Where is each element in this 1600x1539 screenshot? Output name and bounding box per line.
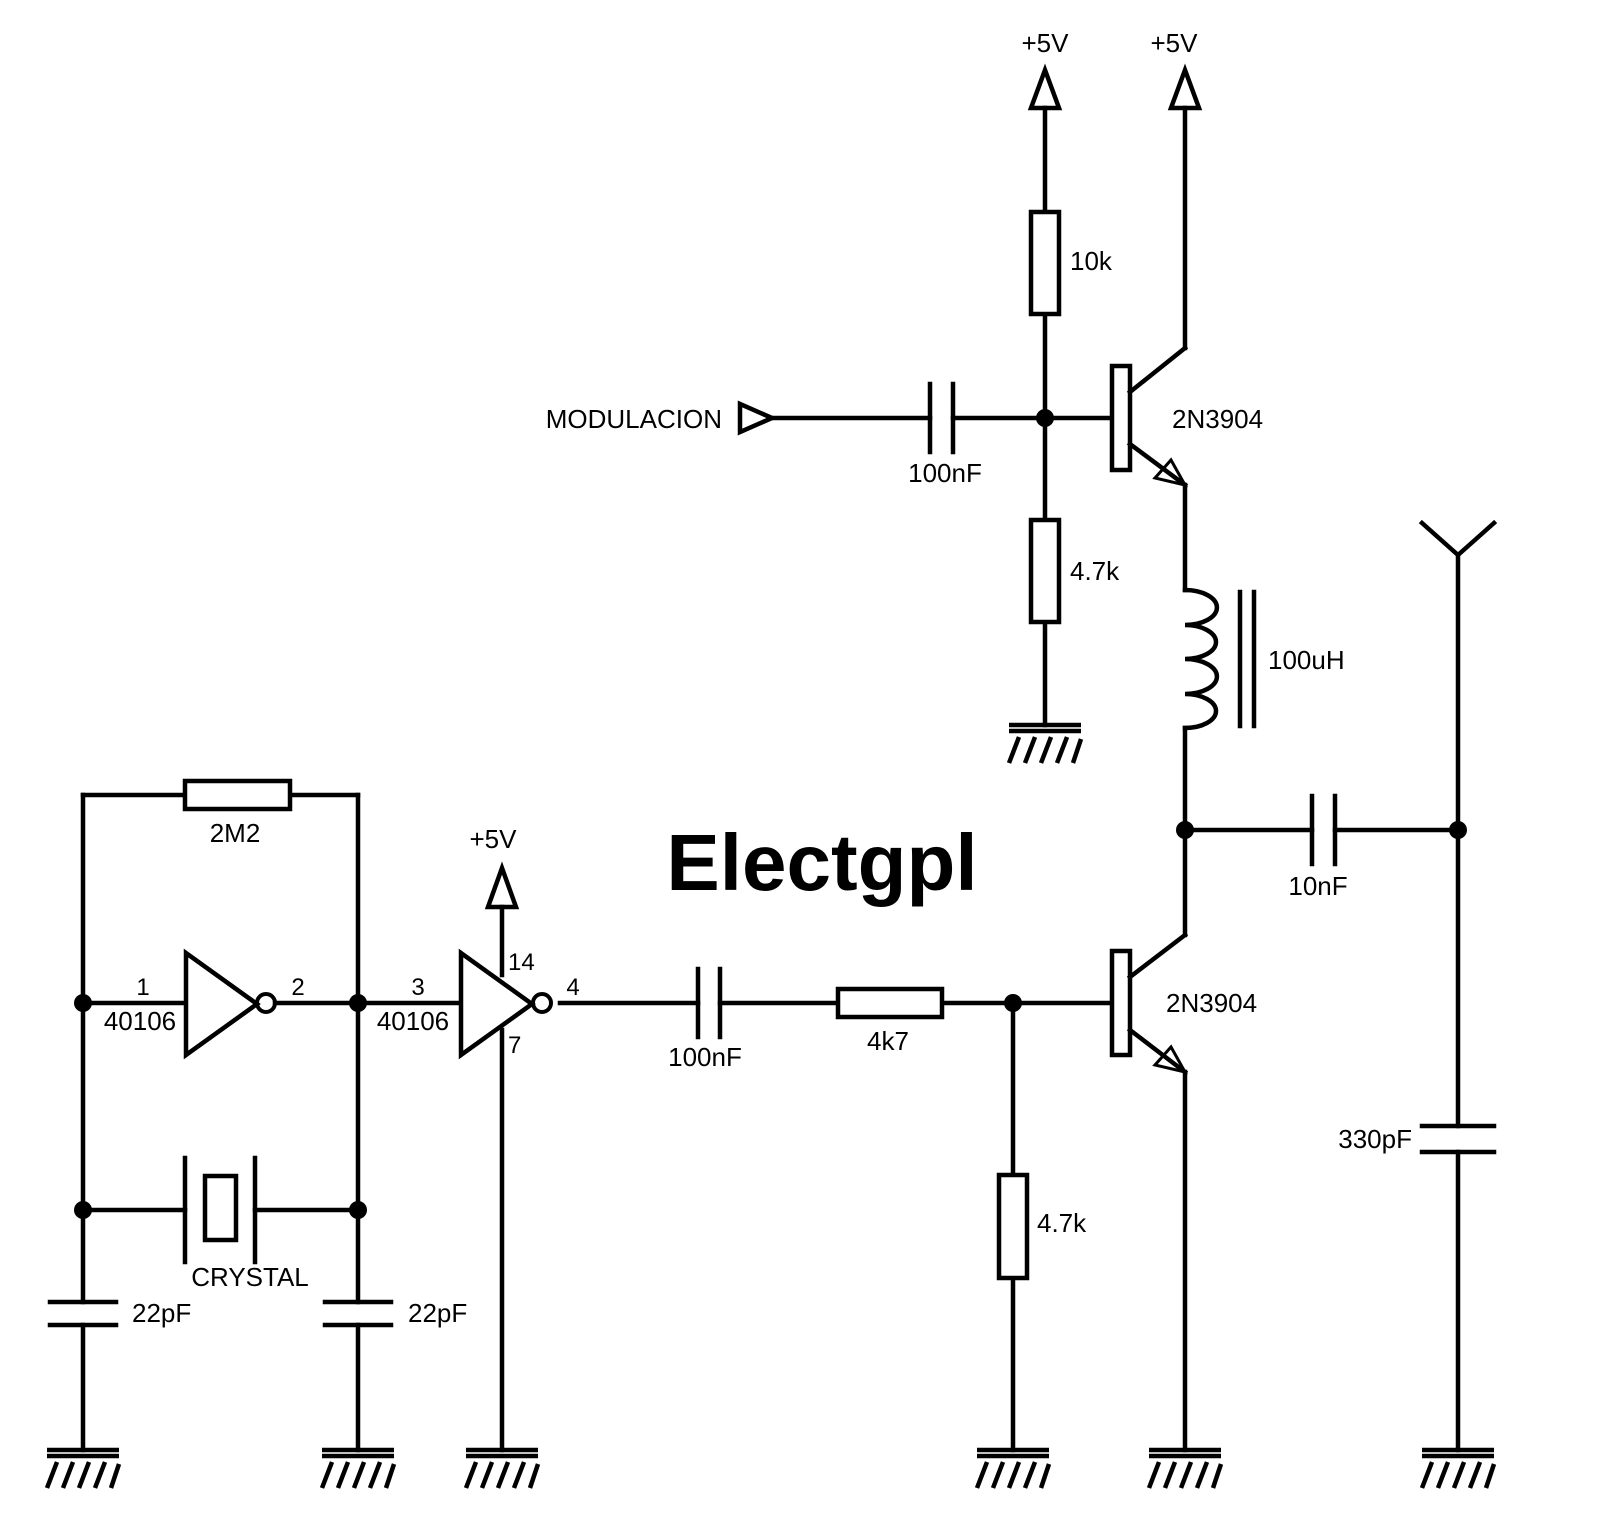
- svg-text:14: 14: [508, 949, 535, 976]
- svg-text:2: 2: [291, 974, 304, 1001]
- inductor-100uh: 100uH: [1182, 587, 1345, 731]
- svg-text:2M2: 2M2: [210, 818, 261, 848]
- svg-text:22pF: 22pF: [408, 1298, 467, 1328]
- svg-text:3: 3: [411, 974, 424, 1001]
- svg-text:+5V: +5V: [1022, 28, 1070, 58]
- svg-text:22pF: 22pF: [132, 1298, 191, 1328]
- svg-text:+5V: +5V: [470, 824, 518, 854]
- svg-text:40106: 40106: [377, 1006, 449, 1036]
- svg-text:4.7k: 4.7k: [1070, 556, 1120, 586]
- svg-text:4k7: 4k7: [867, 1026, 909, 1056]
- capacitor-100nf-rf: 100nF: [668, 966, 742, 1072]
- svg-text:10k: 10k: [1070, 246, 1113, 276]
- svg-text:4: 4: [566, 974, 579, 1001]
- svg-text:7: 7: [508, 1032, 521, 1059]
- svg-text:2N3904: 2N3904: [1166, 988, 1257, 1018]
- diagram-title: Electgpl: [666, 818, 977, 907]
- resistor-2m2: 2M2: [182, 778, 293, 848]
- svg-text:100nF: 100nF: [668, 1042, 742, 1072]
- svg-text:MODULACION: MODULACION: [546, 404, 722, 434]
- ground-symbol-pulldown: [977, 1450, 1049, 1488]
- antenna-symbol: [1418, 519, 1498, 559]
- resistor-4k7: 4k7: [835, 986, 945, 1056]
- inverter-gate-1: 1 2 40106: [104, 948, 305, 1060]
- ground-symbol-emitter: [1149, 1450, 1221, 1488]
- svg-text:CRYSTAL: CRYSTAL: [191, 1262, 309, 1292]
- capacitor-22pf-right: 22pF: [322, 1298, 467, 1328]
- resistor-10k: 10k: [1028, 209, 1113, 317]
- supply-symbol-3: +5V: [470, 824, 520, 910]
- svg-text:+5V: +5V: [1151, 28, 1199, 58]
- supply-symbol-2: +5V: [1151, 28, 1203, 111]
- ground-symbol-c-left: [47, 1450, 119, 1488]
- svg-text:40106: 40106: [104, 1006, 176, 1036]
- transistor-upper: 2N3904: [1109, 344, 1263, 489]
- ground-symbol-c-right: [322, 1450, 394, 1488]
- junctions: [74, 409, 1467, 1219]
- resistor-4-7k-top: 4.7k: [1028, 517, 1120, 625]
- ground-symbol-gate: [466, 1450, 538, 1488]
- modulation-input-port: MODULACION: [546, 400, 778, 436]
- transistor-lower: 2N3904: [1109, 931, 1257, 1076]
- capacitor-100nf-mod: 100nF: [908, 381, 982, 488]
- svg-text:100nF: 100nF: [908, 458, 982, 488]
- capacitor-10nf: 10nF: [1288, 793, 1348, 901]
- svg-text:330pF: 330pF: [1338, 1124, 1412, 1154]
- inverter-gate-2: 3 4 14 7 40106: [377, 948, 580, 1060]
- resistor-4-7k-bottom: 4.7k: [996, 1172, 1087, 1281]
- ground-symbol-bias: [1009, 725, 1081, 763]
- ground-symbol-antenna: [1422, 1450, 1494, 1488]
- capacitor-22pf-left: 22pF: [47, 1298, 191, 1328]
- svg-text:1: 1: [136, 974, 149, 1001]
- capacitor-330pf: 330pF: [1338, 1123, 1497, 1155]
- supply-symbol-1: +5V: [1022, 28, 1070, 111]
- crystal-symbol: CRYSTAL: [182, 1155, 309, 1292]
- svg-text:100uH: 100uH: [1268, 645, 1345, 675]
- svg-text:4.7k: 4.7k: [1037, 1208, 1087, 1238]
- svg-text:10nF: 10nF: [1288, 871, 1347, 901]
- svg-text:2N3904: 2N3904: [1172, 404, 1263, 434]
